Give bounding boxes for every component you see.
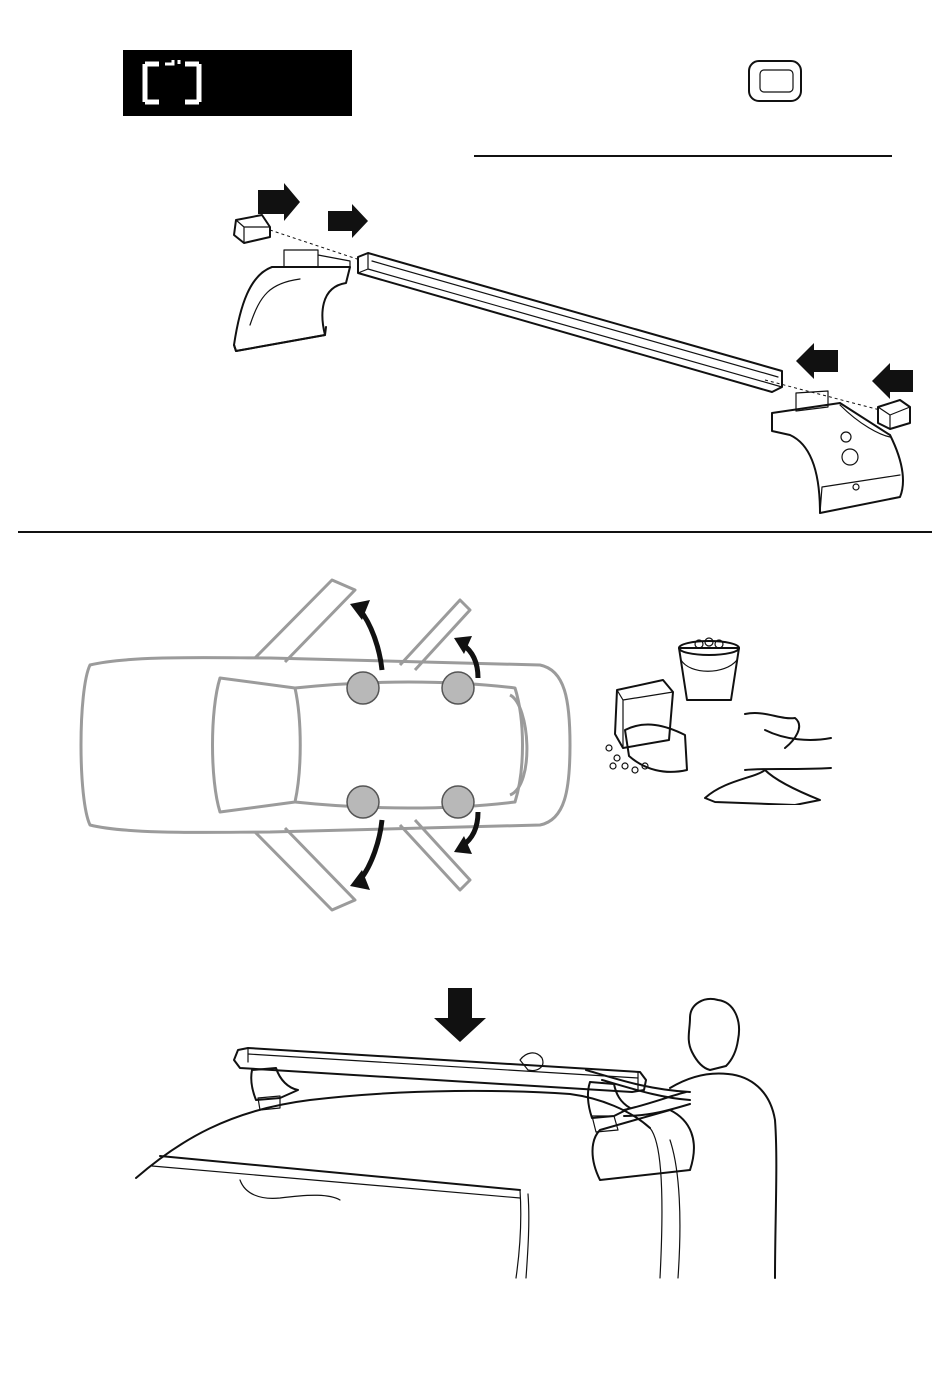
door-icon [400, 820, 470, 890]
person-icon [520, 999, 776, 1278]
section-divider [18, 531, 932, 533]
arrow-down-icon [434, 988, 486, 1042]
arrow-left-icon [872, 363, 913, 399]
end-cap-left [234, 215, 270, 243]
door-icon [255, 580, 355, 662]
step-clean-roof [595, 630, 840, 805]
step-place-bar [130, 980, 790, 1280]
end-cap-right [878, 400, 910, 429]
sponge-icon [606, 680, 687, 773]
car-top-view-icon [81, 580, 570, 910]
contact-point [347, 672, 379, 704]
end-cap-icon [746, 58, 806, 104]
cloth-icon [705, 713, 831, 805]
roof-bar [234, 1048, 646, 1092]
step-assemble [200, 175, 930, 525]
bucket-icon [679, 638, 739, 700]
load-bar [358, 253, 782, 392]
arrow-right-icon [258, 183, 300, 221]
bar-profile-icon [123, 50, 352, 116]
step-open-doors [70, 570, 580, 920]
car-roof [136, 1091, 680, 1278]
contact-point [442, 786, 474, 818]
contact-point [347, 786, 379, 818]
arrow-right-icon [328, 204, 368, 238]
arrow-left-icon [796, 343, 838, 379]
header-rule [474, 155, 892, 157]
contact-point [442, 672, 474, 704]
door-icon [255, 828, 355, 910]
foot-left [234, 250, 350, 351]
header-badge [123, 50, 352, 116]
door-icon [400, 600, 470, 670]
foot-right [772, 391, 903, 513]
